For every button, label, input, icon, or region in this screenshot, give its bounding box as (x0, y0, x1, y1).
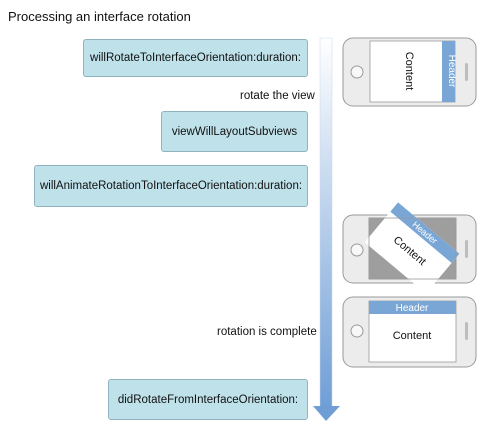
device-before-content: Content (403, 52, 415, 91)
step-will-layout-subviews: viewWillLayoutSubviews (161, 111, 308, 152)
note-rotation-complete: rotation is complete (217, 326, 317, 338)
device-after-header: Header (396, 303, 429, 314)
step-will-rotate: willRotateToInterfaceOrientation:duratio… (83, 39, 308, 77)
diagram-title: Processing an interface rotation (8, 9, 191, 24)
step-will-animate-rotation: willAnimateRotationToInterfaceOrientatio… (34, 165, 308, 207)
device-after-content: Content (393, 330, 432, 342)
device-before-header: Header (446, 55, 457, 88)
step-did-rotate: didRotateFromInterfaceOrientation: (108, 379, 308, 420)
note-rotate-view: rotate the view (240, 90, 315, 102)
